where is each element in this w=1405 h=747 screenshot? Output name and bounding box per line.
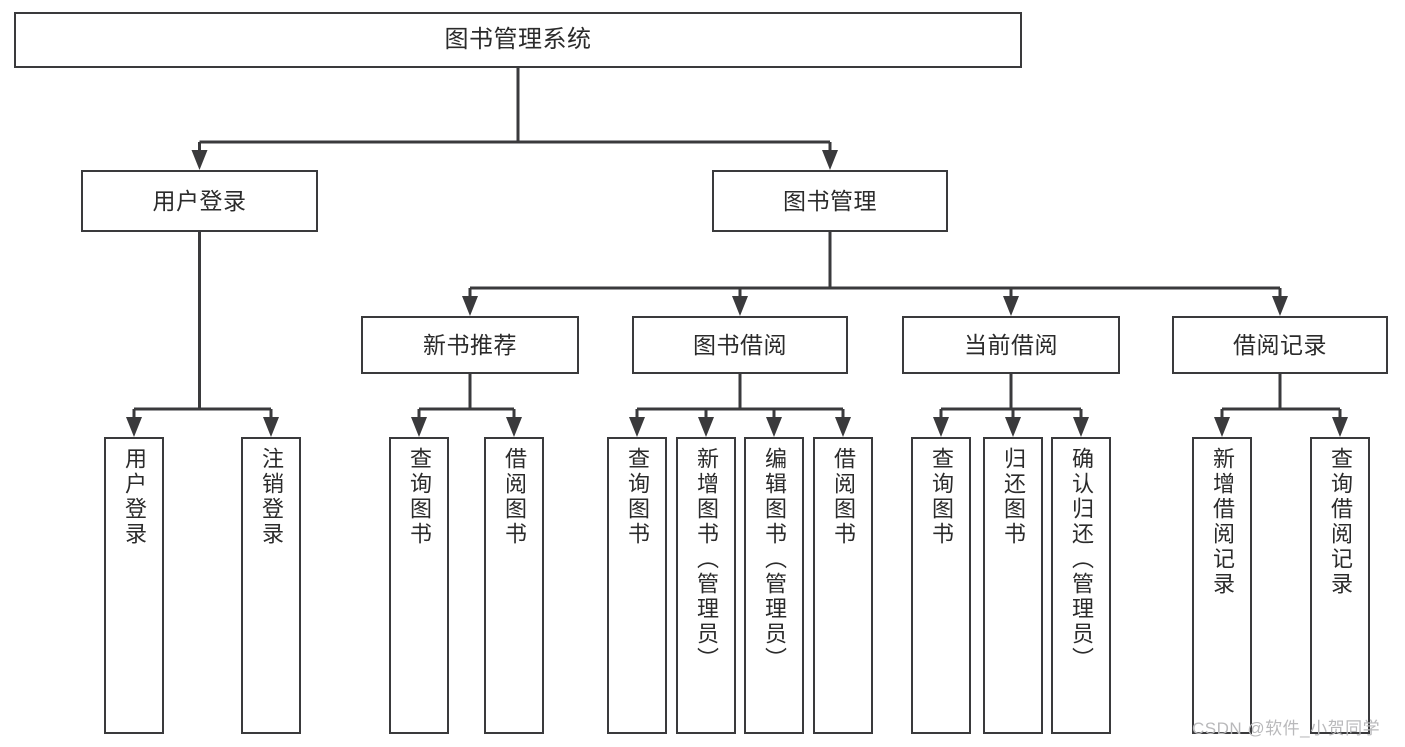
- node-label: 新增借阅记录: [1210, 447, 1235, 597]
- node-leaf-user-login[interactable]: 用户登录: [104, 437, 164, 734]
- csdn-watermark: CSDN @软件_小贺同学: [1192, 719, 1381, 738]
- node-leaf-bb-add[interactable]: 新增图书（管理员）: [676, 437, 736, 734]
- node-label: 借阅图书: [831, 447, 856, 547]
- node-leaf-br-add[interactable]: 新增借阅记录: [1192, 437, 1252, 734]
- arrow-head: [698, 417, 714, 437]
- node-label: 当前借阅: [964, 331, 1058, 358]
- arrow-head: [822, 150, 838, 170]
- node-new-book-rec[interactable]: 新书推荐: [361, 316, 579, 374]
- arrow-head: [506, 417, 522, 437]
- arrow-head: [1073, 417, 1089, 437]
- node-label: 编辑图书（管理员）: [762, 447, 787, 672]
- node-leaf-rec-query[interactable]: 查询图书: [389, 437, 449, 734]
- arrow-head: [835, 417, 851, 437]
- arrow-head: [462, 296, 478, 316]
- node-leaf-bb-edit[interactable]: 编辑图书（管理员）: [744, 437, 804, 734]
- arrow-head: [766, 417, 782, 437]
- node-leaf-bb-query[interactable]: 查询图书: [607, 437, 667, 734]
- node-leaf-cb-query[interactable]: 查询图书: [911, 437, 971, 734]
- node-leaf-user-logout[interactable]: 注销登录: [241, 437, 301, 734]
- node-root[interactable]: 图书管理系统: [14, 12, 1022, 68]
- arrow-head: [629, 417, 645, 437]
- arrow-head: [126, 417, 142, 437]
- node-label: 借阅记录: [1233, 331, 1327, 358]
- arrow-head: [191, 150, 208, 170]
- node-user-login[interactable]: 用户登录: [81, 170, 318, 232]
- arrow-head: [1003, 296, 1019, 316]
- node-label: 图书管理系统: [444, 26, 592, 54]
- node-leaf-rec-borrow[interactable]: 借阅图书: [484, 437, 544, 734]
- node-label: 查询图书: [407, 447, 432, 547]
- arrow-head: [1214, 417, 1230, 437]
- node-label: 借阅图书: [502, 447, 527, 547]
- arrow-head: [732, 296, 748, 316]
- node-label: 新增图书（管理员）: [694, 447, 719, 672]
- node-label: 用户登录: [122, 447, 147, 547]
- node-book-borrow[interactable]: 图书借阅: [632, 316, 848, 374]
- node-label: 用户登录: [152, 187, 247, 214]
- node-book-manage[interactable]: 图书管理: [712, 170, 948, 232]
- node-leaf-cb-return[interactable]: 归还图书: [983, 437, 1043, 734]
- node-label: 查询图书: [929, 447, 954, 547]
- node-leaf-cb-confirm[interactable]: 确认归还（管理员）: [1051, 437, 1111, 734]
- arrow-head: [1005, 417, 1021, 437]
- node-label: 查询借阅记录: [1328, 447, 1353, 597]
- node-borrow-record[interactable]: 借阅记录: [1172, 316, 1388, 374]
- arrow-head: [411, 417, 427, 437]
- node-label: 图书管理: [783, 187, 877, 214]
- arrow-head: [263, 417, 279, 437]
- arrow-head: [1332, 417, 1348, 437]
- node-label: 查询图书: [625, 447, 650, 547]
- node-label: 图书借阅: [693, 331, 787, 358]
- node-label: 归还图书: [1001, 447, 1026, 547]
- arrow-head: [1272, 296, 1288, 316]
- node-label: 新书推荐: [423, 331, 517, 358]
- arrow-head: [933, 417, 949, 437]
- node-leaf-br-query[interactable]: 查询借阅记录: [1310, 437, 1370, 734]
- node-leaf-bb-borrow[interactable]: 借阅图书: [813, 437, 873, 734]
- node-label: 确认归还（管理员）: [1069, 447, 1094, 672]
- node-current-borrow[interactable]: 当前借阅: [902, 316, 1120, 374]
- node-label: 注销登录: [259, 447, 284, 547]
